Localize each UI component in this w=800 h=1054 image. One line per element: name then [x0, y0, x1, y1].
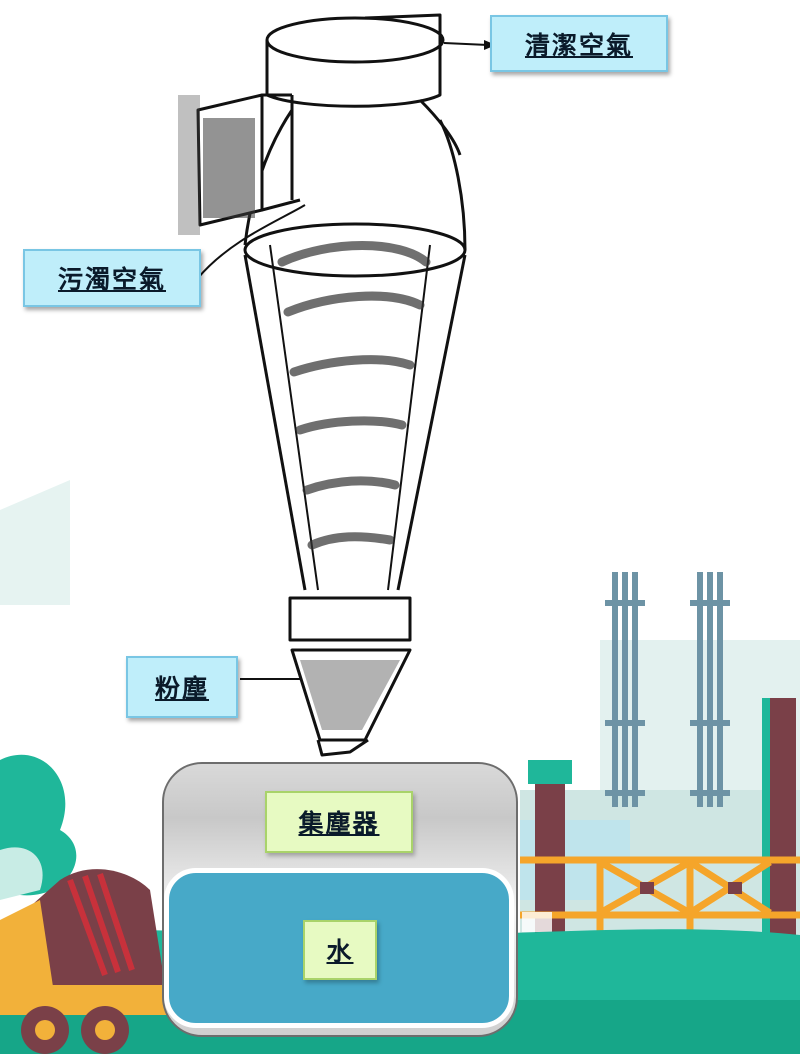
label-water: 水 — [303, 920, 377, 980]
label-dirty-air: 污濁空氣 — [23, 249, 201, 307]
label-dust: 粉塵 — [126, 656, 238, 718]
label-collector: 集塵器 — [265, 791, 413, 853]
cement-mixer-truck-icon — [0, 869, 170, 1054]
label-clean-air: 清潔空氣 — [490, 15, 668, 72]
